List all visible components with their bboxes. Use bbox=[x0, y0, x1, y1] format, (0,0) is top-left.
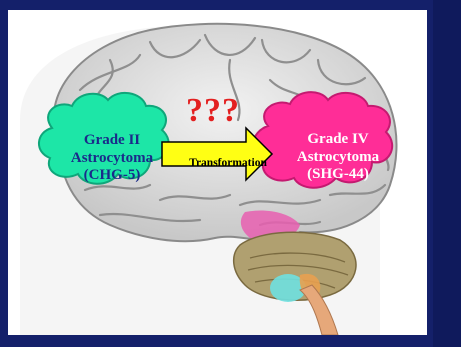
left-cloud-line2: Astrocytoma bbox=[52, 150, 172, 168]
right-cloud-line1: Grade IV bbox=[272, 131, 404, 149]
right-cloud-line3: (SHG-44) bbox=[272, 166, 404, 184]
left-cloud-line1: Grade II bbox=[52, 132, 172, 150]
right-cloud-line2: Astrocytoma bbox=[272, 149, 404, 167]
question-marks: ??? bbox=[168, 92, 258, 130]
side-strip bbox=[433, 0, 461, 347]
left-cloud-label: Grade II Astrocytoma (CHG-5) bbox=[52, 132, 172, 185]
left-cloud-line3: (CHG-5) bbox=[52, 167, 172, 185]
arrow-label: Transformation bbox=[175, 157, 281, 171]
diagram-panel: ??? Grade II Astrocytoma (CHG-5) Transfo… bbox=[8, 10, 427, 335]
right-cloud-label: Grade IV Astrocytoma (SHG-44) bbox=[272, 131, 404, 184]
